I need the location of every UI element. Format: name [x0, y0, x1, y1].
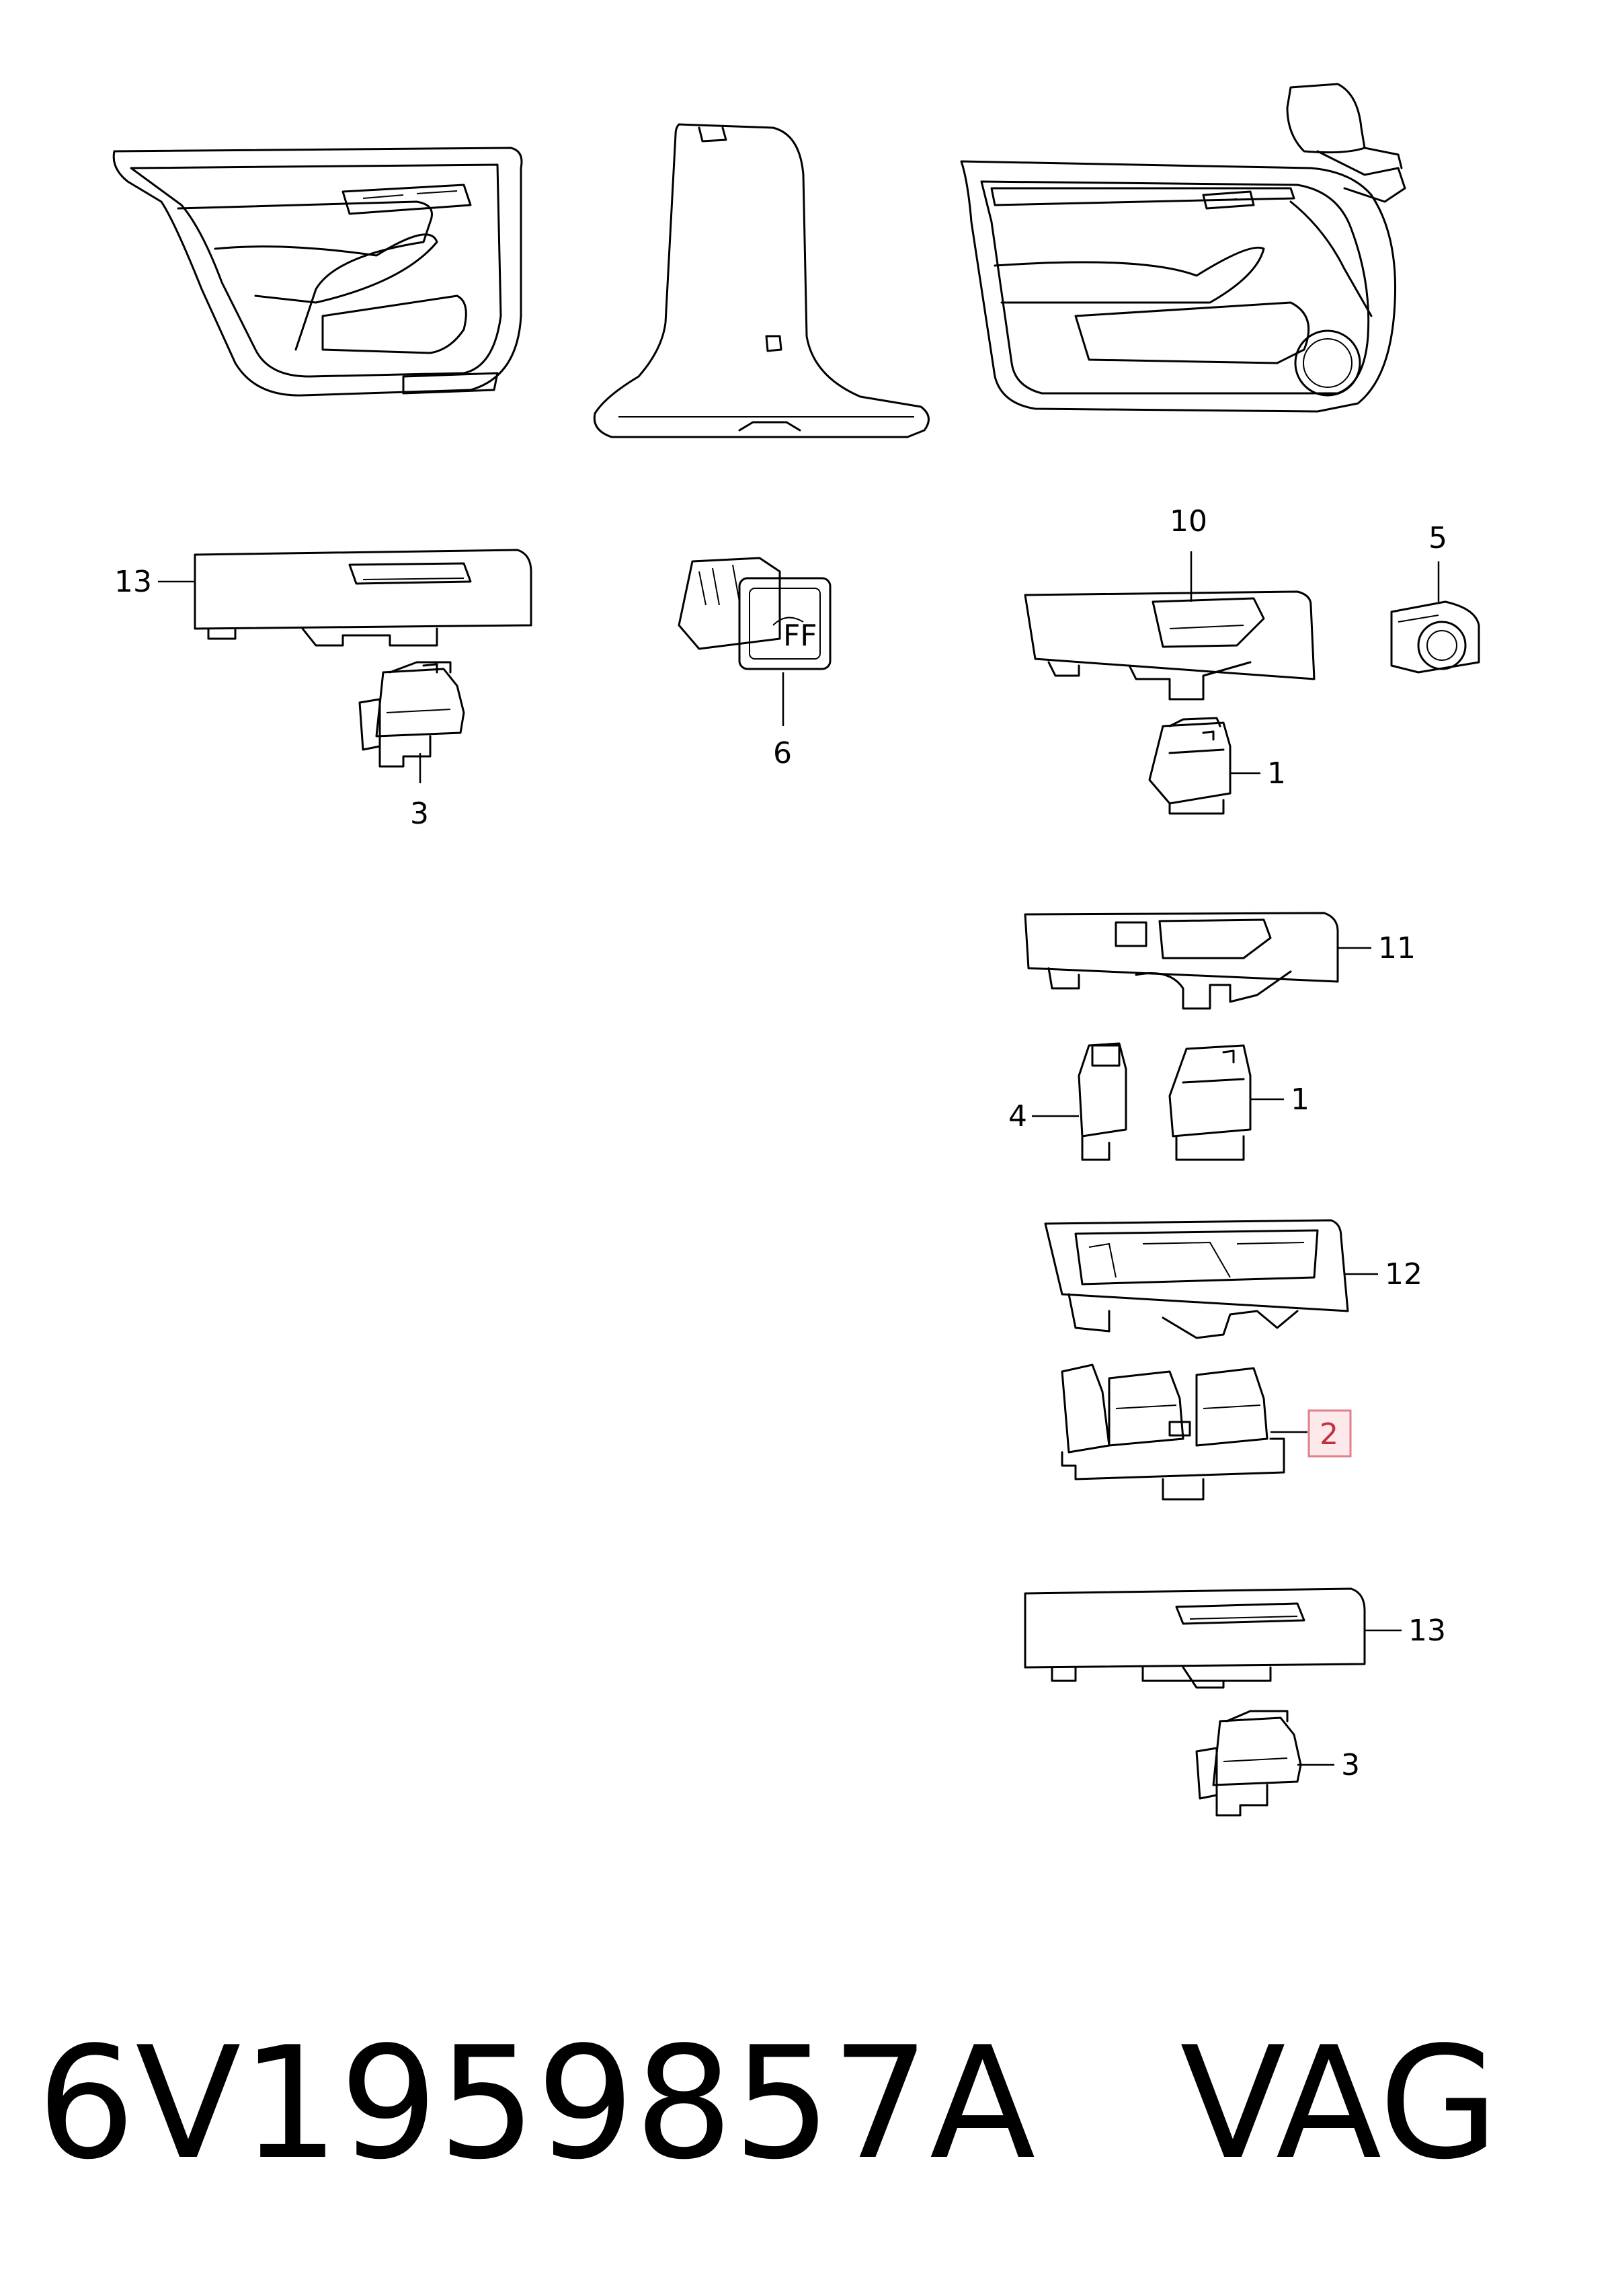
leader-lines [158, 551, 1440, 1766]
b-pillar-trim [593, 123, 930, 438]
front-door-trim-panel [960, 83, 1406, 413]
switch-1-lower [1168, 1044, 1252, 1161]
part-number: 6V1959857A [37, 2014, 1036, 2194]
trim-bezel-13-top [194, 549, 532, 647]
trim-bezel-11 [1024, 912, 1339, 1010]
callout-1-lower: 1 [1291, 1082, 1309, 1117]
callout-2-highlighted: 2 [1320, 1417, 1338, 1452]
footer: 6V1959857A VAG [37, 2004, 1583, 2205]
callout-1-upper: 1 [1267, 756, 1286, 791]
trim-bezel-12 [1044, 1219, 1349, 1339]
mirror-switch-5 [1390, 600, 1480, 674]
callout-3-bottom: 3 [1341, 1748, 1360, 1782]
callout-4: 4 [1008, 1099, 1027, 1134]
callout-13-top: 13 [114, 565, 152, 599]
callout-10: 10 [1170, 504, 1207, 539]
trim-bezel-10 [1024, 590, 1316, 701]
brand-name: VAG [1180, 2014, 1499, 2194]
callout-labels: 13 3 6 10 5 1 11 4 1 12 2 13 3 [114, 504, 1447, 1782]
callout-5: 5 [1428, 521, 1447, 555]
switch-4 [1078, 1042, 1127, 1161]
callout-6: 6 [773, 736, 792, 770]
switch-3-bottom [1195, 1710, 1302, 1817]
trim-bezel-13-bottom [1024, 1587, 1366, 1689]
rear-door-trim-panel [112, 147, 523, 397]
callout-11: 11 [1378, 931, 1416, 965]
callout-12: 12 [1385, 1257, 1422, 1292]
switch-1-upper [1148, 717, 1232, 815]
double-switch-2 [1061, 1363, 1285, 1501]
switch-3-top [358, 661, 465, 768]
svg-text:FF: FF [783, 619, 817, 653]
callout-13-bottom: 13 [1408, 1614, 1446, 1648]
highlight-box [1307, 1409, 1352, 1458]
switch-6-tailgate-button: FF [678, 557, 832, 670]
callout-3-top: 3 [410, 797, 429, 831]
